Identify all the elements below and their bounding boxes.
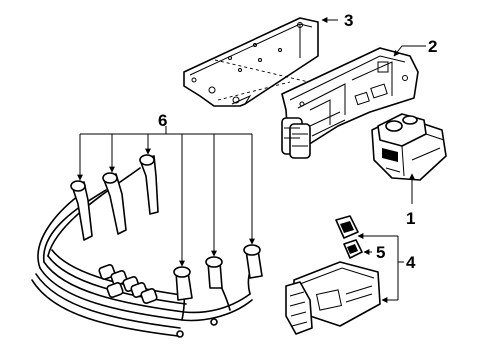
ignition-module-bracket	[281, 47, 419, 159]
callout-2: 2	[428, 37, 437, 56]
bracket-plate	[183, 17, 386, 107]
callout-6: 6	[158, 111, 167, 130]
spark-plug-wire-set	[31, 154, 263, 338]
ignition-coil	[371, 113, 447, 181]
callout-5: 5	[376, 243, 385, 262]
callout-3: 3	[344, 11, 353, 30]
callout-leaders	[77, 17, 426, 303]
callout-4: 4	[406, 253, 416, 272]
callout-1: 1	[406, 209, 415, 228]
control-module	[285, 215, 381, 335]
